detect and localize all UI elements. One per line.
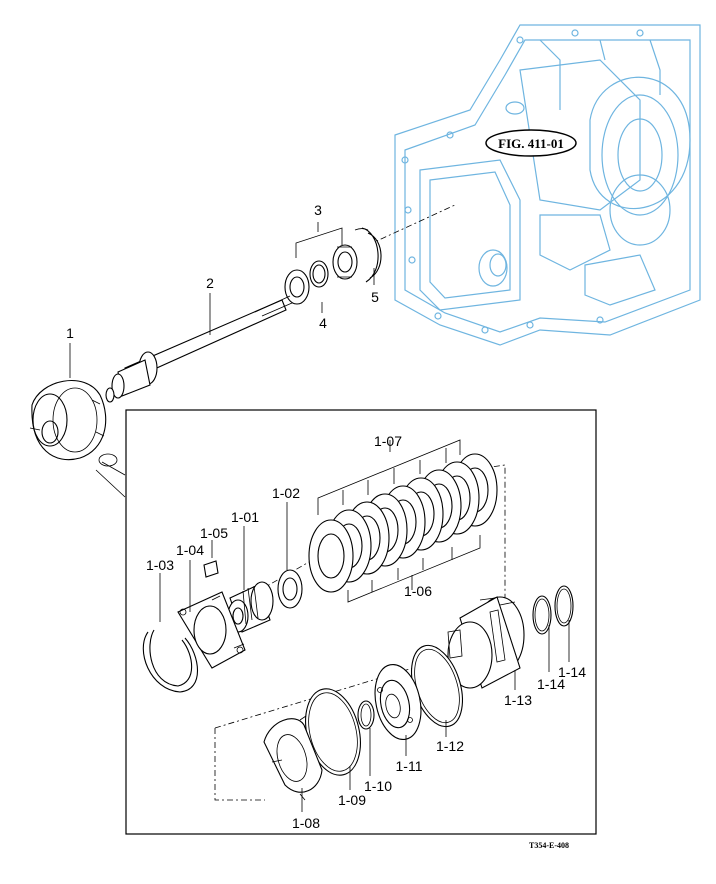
callout-1-08: 1-08 [292,815,320,831]
callout-5: 5 [371,289,379,305]
bearing-3-left [284,269,310,305]
piston-1-11 [374,664,422,740]
callout-4: 4 [319,315,327,331]
callout-1-06: 1-06 [404,583,432,599]
bearing-1-02 [277,569,303,609]
spring-1-05 [203,560,219,578]
drawing-code: T354-E-408 [529,841,569,850]
callout-1-09: 1-09 [338,792,366,808]
leader-1-14 [548,620,570,672]
clutch-assembly-1 [29,380,107,461]
clutch-hub-1-01 [227,581,274,633]
retainer-plate-1-04 [177,591,246,669]
snap-ring-5 [354,227,382,283]
detail-callout-lines [95,461,126,498]
callout-1-14-right: 1-14 [558,664,586,680]
bracket-1-07 [317,439,461,515]
callout-1-04: 1-04 [176,542,204,558]
snap-ring-1-03 [142,629,199,693]
callout-1: 1 [66,325,74,341]
bracket-1-06 [347,535,481,603]
shaft-2 [105,295,293,403]
callout-3: 3 [314,202,322,218]
seal-ring-1-10 [357,700,375,730]
seal-ring-1-09 [305,688,361,776]
detail-box [125,409,597,835]
figure-reference-badge: FIG. 411-01 [485,129,577,157]
callout-1-14-left: 1-14 [537,676,565,692]
bearing-3-right [332,244,358,280]
spacer-ring-4 [309,260,329,288]
callout-1-07: 1-07 [374,433,402,449]
transmission-housing-drawing [394,24,701,346]
callout-2: 2 [206,275,214,291]
callout-1-10: 1-10 [364,778,392,794]
seal-rings-1-14 [532,585,574,635]
callout-1-11: 1-11 [396,758,423,774]
clutch-disc-stack [308,453,498,593]
callout-1-03: 1-03 [146,557,174,573]
clutch-drum-1-13 [447,596,525,689]
center-axis-line [367,204,456,246]
end-plate-1-08 [263,715,323,801]
figure-reference-text: FIG. 411-01 [498,136,564,151]
callout-1-12: 1-12 [436,738,464,754]
bracket-3 [295,222,343,258]
callout-1-01: 1-01 [231,509,259,525]
callout-1-02: 1-02 [272,485,300,501]
callout-1-13: 1-13 [504,692,532,708]
callout-1-05: 1-05 [200,525,228,541]
